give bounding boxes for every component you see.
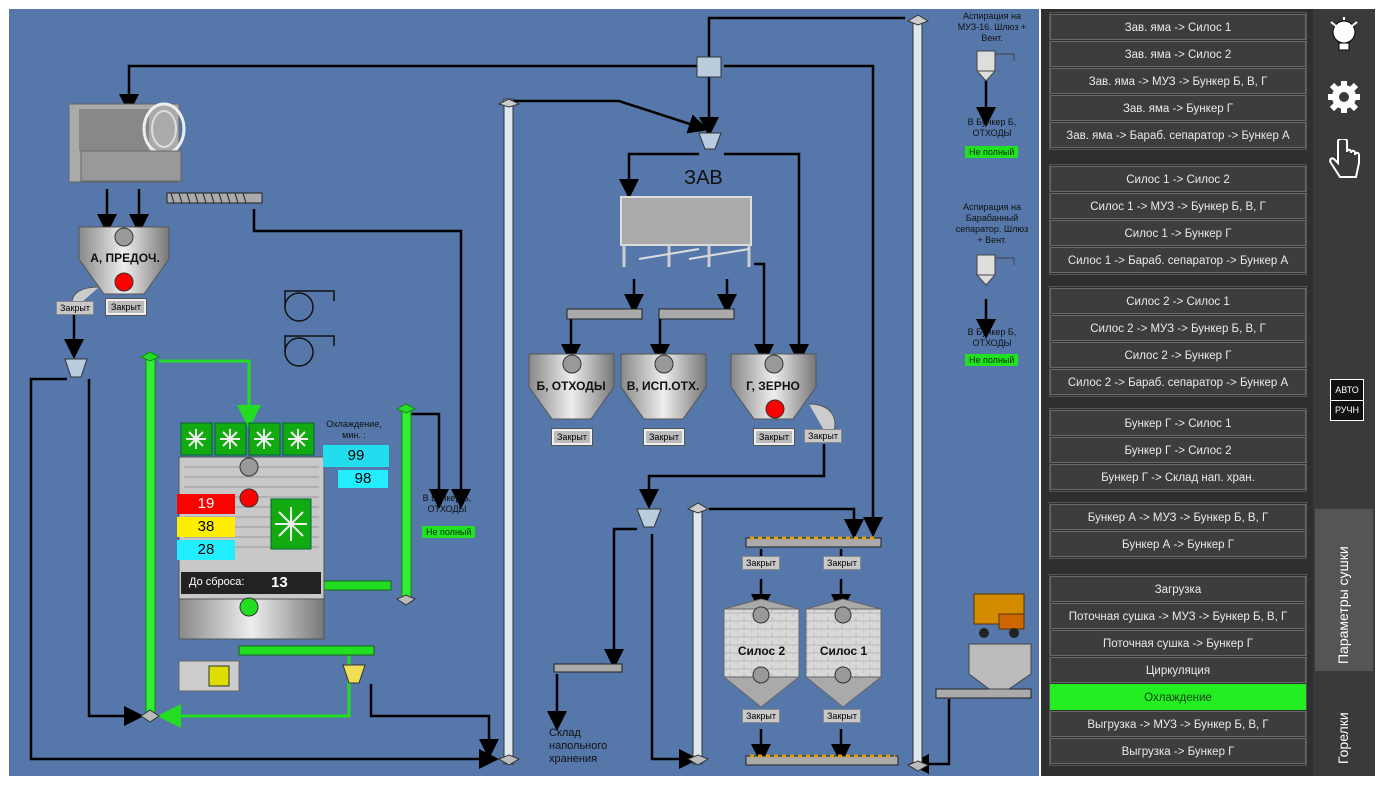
temperature-2: 38: [177, 517, 235, 537]
route-button[interactable]: Бункер А -> МУЗ -> Бункер Б, В, Г: [1050, 504, 1306, 530]
reset-counter: До сброса: 13: [181, 572, 321, 594]
pipeline-lines: [29, 14, 1032, 774]
gate-status[interactable]: Закрыт: [105, 298, 147, 316]
route-button[interactable]: Зав. яма -> Бункер Г: [1050, 95, 1306, 121]
gate-status[interactable]: Закрыт: [753, 428, 795, 446]
temperature-1: 19: [177, 494, 235, 514]
route-button[interactable]: Бункер Г -> Склад нап. хран.: [1050, 464, 1306, 490]
cooling-label: Охлаждение, мин. :: [326, 419, 382, 440]
route-button[interactable]: Силос 2 -> Бараб. сепаратор -> Бункер А: [1050, 369, 1306, 395]
route-button[interactable]: Циркуляция: [1050, 657, 1306, 683]
silo-1-label: Силос 1: [819, 644, 868, 658]
route-button[interactable]: Силос 1 -> Силос 2: [1050, 166, 1306, 192]
gate-status[interactable]: Закрыт: [551, 428, 593, 446]
mode-manual[interactable]: РУЧН: [1334, 405, 1360, 415]
tab-burners-label: Горелки: [1335, 712, 1351, 764]
valve-status[interactable]: Закрыт: [823, 709, 861, 723]
route-button[interactable]: Зав. яма -> Силос 1: [1050, 14, 1306, 40]
tab-burners[interactable]: Горелки: [1315, 674, 1373, 774]
valve-status[interactable]: Закрыт: [56, 301, 94, 315]
aspiration-separator-destination: В Бункер Б, ОТХОДЫ: [967, 327, 1017, 348]
gear-icon[interactable]: [1326, 79, 1362, 115]
tank-v-label: В, ИСП.ОТХ.: [626, 379, 700, 393]
tank-b-label: Б, ОТХОДЫ: [536, 379, 606, 393]
route-button[interactable]: Силос 1 -> Бункер Г: [1050, 220, 1306, 246]
hand-pointer-icon[interactable]: [1328, 137, 1362, 181]
route-button[interactable]: Охлаждение: [1050, 684, 1306, 710]
valve-status[interactable]: Закрыт: [804, 429, 842, 443]
route-button[interactable]: Бункер А -> Бункер Г: [1050, 531, 1306, 557]
reset-label: До сброса:: [189, 576, 245, 588]
temperature-3: 28: [177, 540, 235, 560]
valve-status[interactable]: Закрыт: [823, 556, 861, 570]
zav-label: ЗАВ: [684, 167, 723, 189]
gate-status[interactable]: Закрыт: [643, 428, 685, 446]
route-button[interactable]: Силос 1 -> МУЗ -> Бункер Б, В, Г: [1050, 193, 1306, 219]
route-button[interactable]: Зав. яма -> Бараб. сепаратор -> Бункер А: [1050, 122, 1306, 148]
mode-auto[interactable]: АВТО: [1331, 380, 1363, 401]
tank-g-label: Г, ЗЕРНО: [746, 379, 800, 393]
tab-drying-label: Параметры сушки: [1335, 546, 1351, 664]
reset-value: 13: [271, 574, 288, 591]
floor-storage-label: Склад напольного хранения: [549, 727, 608, 765]
route-button[interactable]: Зав. яма -> Силос 2: [1050, 41, 1306, 67]
aspiration-muz-destination: В Бункер Б, ОТХОДЫ: [967, 117, 1017, 138]
tank-a-label: А, ПРЕДОЧ.: [90, 251, 160, 265]
cooling-setpoint[interactable]: 99: [323, 445, 389, 467]
silo-2-label: Силос 2: [737, 644, 786, 658]
tab-drying-params[interactable]: Параметры сушки: [1315, 509, 1373, 671]
route-button[interactable]: Силос 2 -> Силос 1: [1050, 288, 1306, 314]
process-diagram: А, ПРЕДОЧ. Б, ОТХОДЫ В, ИСП.ОТХ. Г, ЗЕРН…: [9, 9, 1039, 776]
aspiration-muz-label: Аспирация на МУЗ-16. Шлюз + Вент.: [957, 11, 1027, 43]
mode-switch[interactable]: АВТО РУЧН: [1330, 379, 1364, 421]
route-button[interactable]: Зав. яма -> МУЗ -> Бункер Б, В, Г: [1050, 68, 1306, 94]
route-button[interactable]: Бункер Г -> Силос 2: [1050, 437, 1306, 463]
dryer-destination-status: Не полный: [422, 526, 476, 538]
dryer-destination-label: В Бункер Б, ОТХОДЫ: [422, 493, 472, 514]
cooling-current: 98: [338, 470, 388, 488]
route-button[interactable]: Поточная сушка -> Бункер Г: [1050, 630, 1306, 656]
side-toolbar: АВТО РУЧН Параметры сушки Горелки: [1313, 9, 1375, 776]
route-button[interactable]: Выгрузка -> МУЗ -> Бункер Б, В, Г: [1050, 711, 1306, 737]
valve-status[interactable]: Закрыт: [742, 709, 780, 723]
route-button[interactable]: Загрузка: [1050, 576, 1306, 602]
route-button[interactable]: Поточная сушка -> МУЗ -> Бункер Б, В, Г: [1050, 603, 1306, 629]
aspiration-separator-label: Аспирация на Барабанный сепаратор. Шлюз …: [955, 202, 1029, 245]
route-button[interactable]: Выгрузка -> Бункер Г: [1050, 738, 1306, 764]
valve-status[interactable]: Закрыт: [742, 556, 780, 570]
route-button[interactable]: Силос 1 -> Бараб. сепаратор -> Бункер А: [1050, 247, 1306, 273]
route-button[interactable]: Бункер Г -> Силос 1: [1050, 410, 1306, 436]
route-button[interactable]: Силос 2 -> Бункер Г: [1050, 342, 1306, 368]
route-button[interactable]: Силос 2 -> МУЗ -> Бункер Б, В, Г: [1050, 315, 1306, 341]
aspiration-muz-status: Не полный: [965, 146, 1019, 158]
aspiration-separator-status: Не полный: [965, 354, 1019, 366]
lightbulb-icon[interactable]: [1328, 17, 1360, 57]
